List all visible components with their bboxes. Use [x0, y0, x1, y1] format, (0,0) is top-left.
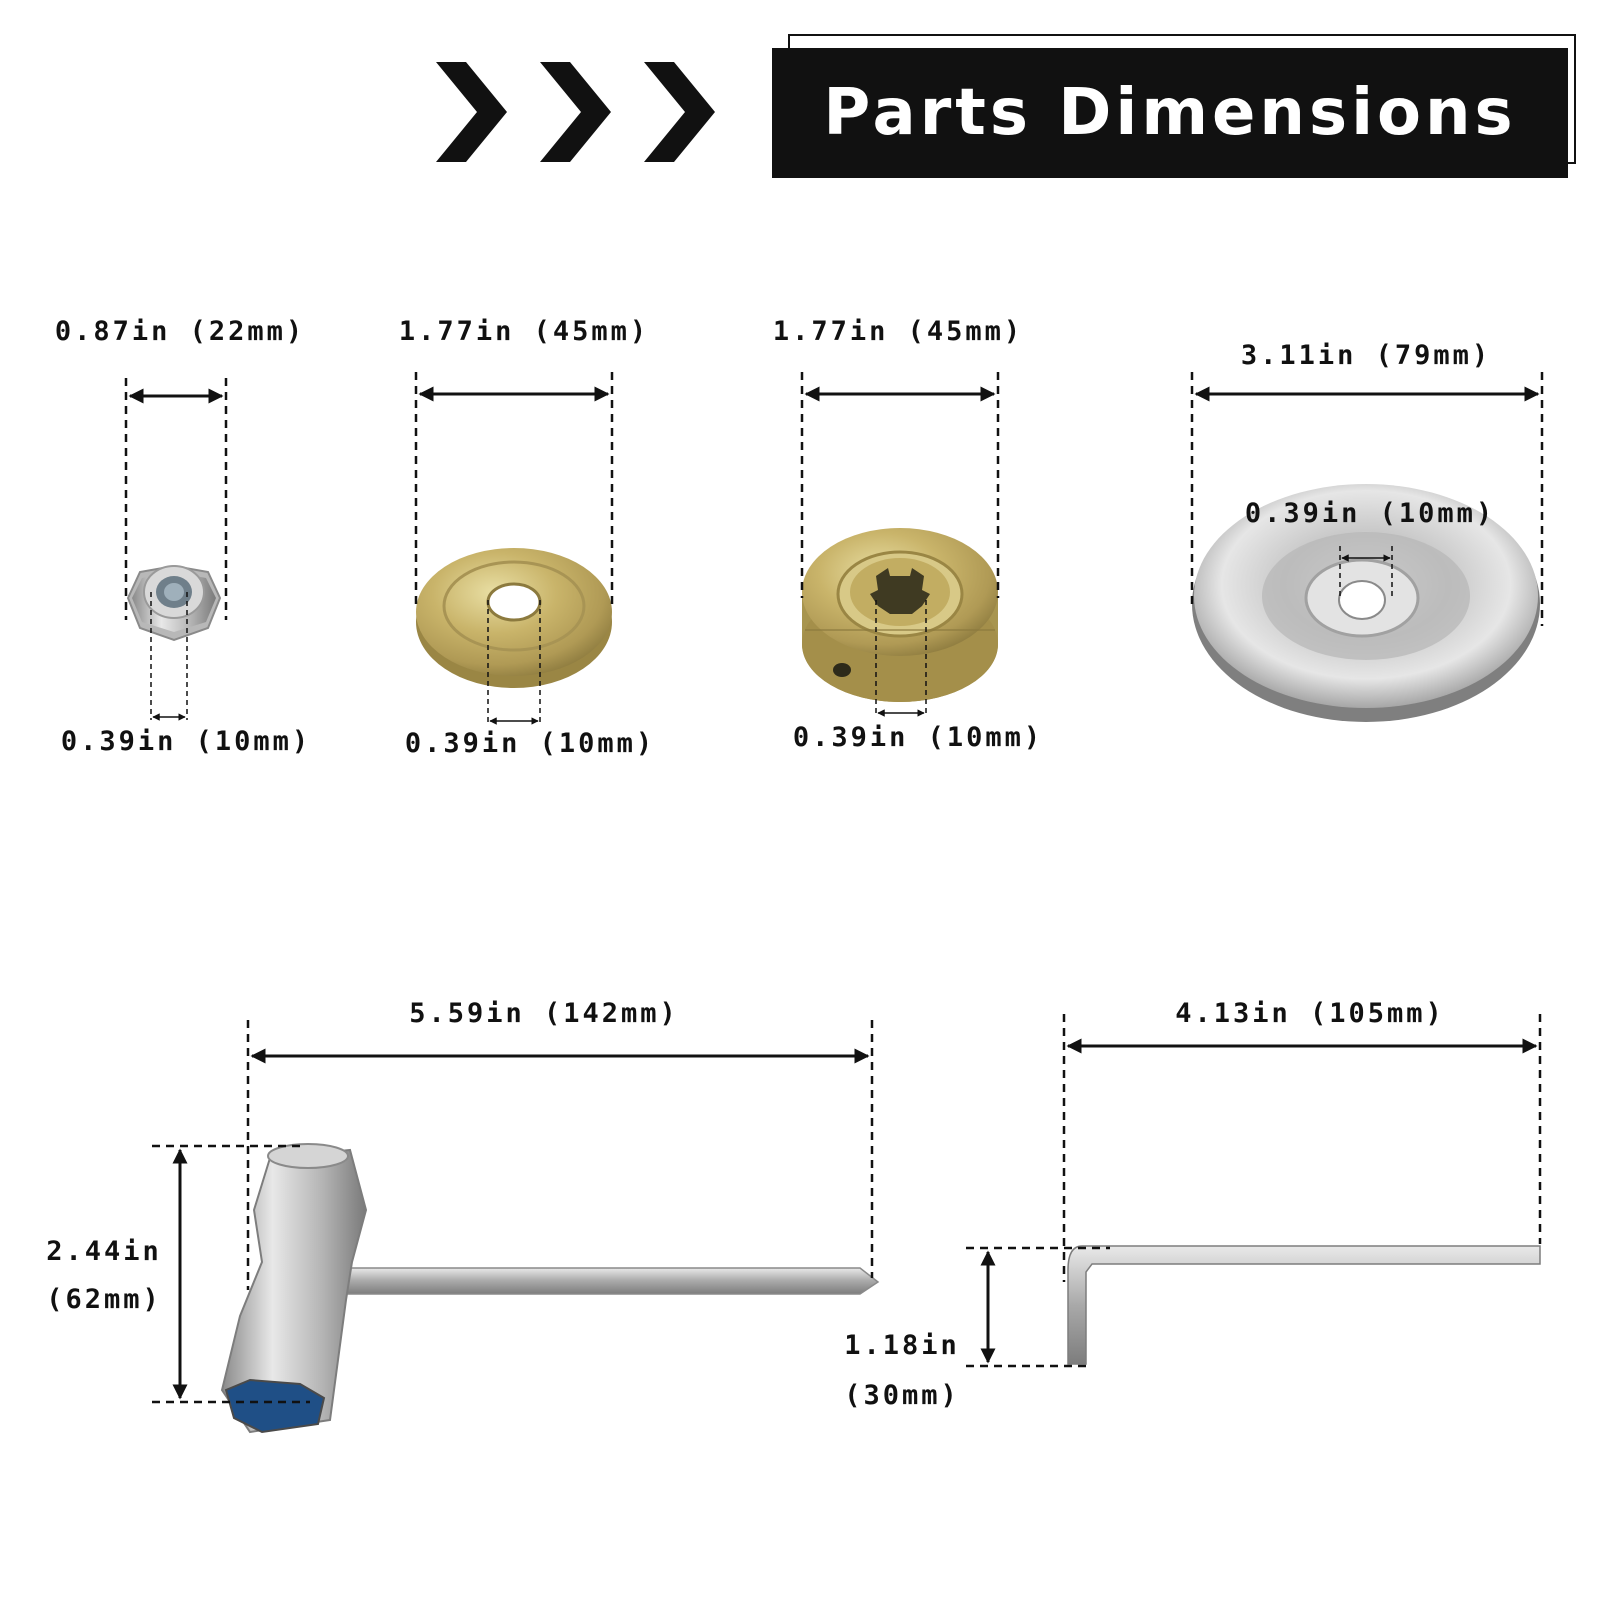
flat-washer-dimension-lines — [414, 372, 614, 725]
hex-key-image — [1067, 1245, 1541, 1365]
splined-adapter-hole-label: 0.39in (10mm) — [792, 722, 1044, 753]
splined-adapter-width-label: 1.77in (45mm) — [772, 316, 1024, 347]
lock-nut-dimension-lines — [124, 378, 228, 721]
wrench-height-label-line2: (62mm) — [46, 1284, 162, 1315]
cup-washer-hole-label: 0.39in (10mm) — [1244, 498, 1496, 529]
hex-key-dimension-lines — [966, 1014, 1542, 1368]
hex-key-length-label: 4.13in (105mm) — [1175, 998, 1445, 1029]
cup-washer-dimension-lines — [1190, 372, 1544, 626]
lock-nut-width-label: 0.87in (22mm) — [54, 316, 306, 347]
title-banner — [772, 48, 1568, 178]
spark-plug-wrench-dimension-lines — [152, 1020, 874, 1404]
wrench-length-label: 5.59in (142mm) — [409, 998, 679, 1029]
splined-adapter-image — [802, 528, 998, 702]
cup-washer-width-label: 3.11in (79mm) — [1240, 340, 1492, 371]
hex-key-height-label-line1: 1.18in — [844, 1330, 960, 1361]
flat-washer-image — [416, 548, 612, 688]
page-title: Parts Dimensions — [823, 76, 1517, 150]
splined-adapter-dimension-lines — [800, 372, 1000, 717]
flat-washer-hole-label: 0.39in (10mm) — [404, 728, 656, 759]
wrench-height-label-line1: 2.44in — [46, 1236, 162, 1267]
lock-nut-image — [126, 564, 222, 642]
hex-key-height-label-line2: (30mm) — [844, 1380, 960, 1411]
flat-washer-width-label: 1.77in (45mm) — [398, 316, 650, 347]
cup-washer-image — [1192, 484, 1540, 722]
spark-plug-wrench-image — [220, 1143, 880, 1434]
chevron-arrows-icon — [436, 62, 715, 162]
lock-nut-hole-label: 0.39in (10mm) — [60, 726, 312, 757]
